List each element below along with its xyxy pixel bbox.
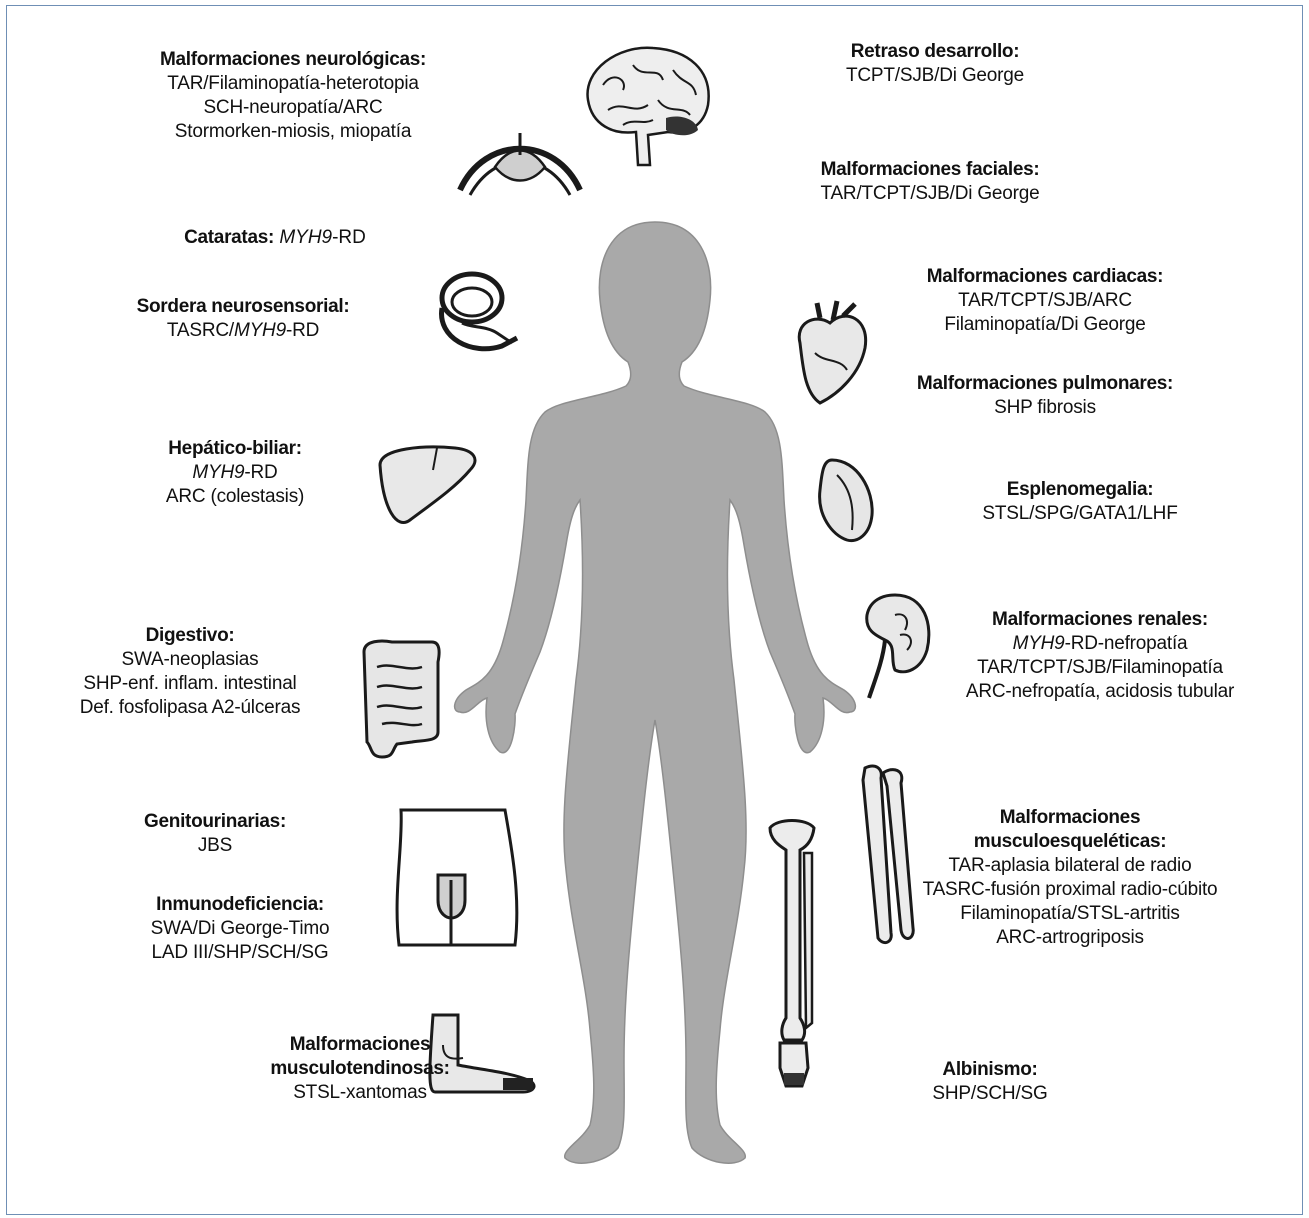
label-cataratas: Cataratas: MYH9-RD [155,226,395,250]
label-cardiacas: Malformaciones cardiacas: TAR/TCPT/SJB/A… [895,265,1195,337]
label-hepatico: Hepático-biliar: MYH9-RD ARC (colestasis… [135,437,335,509]
label-inmuno: Inmunodeficiencia: SWA/Di George-Timo LA… [115,893,365,965]
label-title: Malformaciones neurológicas: [128,48,458,72]
liver-icon [375,440,485,530]
label-tendinosas: Malformaciones musculotendinosas: STSL-x… [245,1033,475,1105]
pelvis-icon [393,805,523,950]
label-sordera: Sordera neurosensorial: TASRC/MYH9-RD [108,295,378,343]
kidney-icon [855,590,935,700]
leg-bones-icon [762,818,827,1088]
brain-icon [578,40,718,170]
label-pulmonares: Malformaciones pulmonares: SHP fibrosis [895,372,1195,420]
label-faciales: Malformaciones faciales: TAR/TCPT/SJB/Di… [800,158,1060,206]
label-genito: Genitourinarias: JBS [115,810,315,858]
heart-icon [785,298,880,408]
intestine-icon [352,632,447,762]
spleen-icon [812,455,882,545]
label-renales: Malformaciones renales: MYH9-RD-nefropat… [945,608,1255,704]
label-digestivo: Digestivo: SWA-neoplasias SHP-enf. infla… [50,624,330,720]
inner-ear-icon [432,268,522,363]
eye-icon [455,125,585,205]
label-espleno: Esplenomegalia: STSL/SPG/GATA1/LHF [955,478,1205,526]
label-esqueleticas: Malformaciones musculoesqueléticas: TAR-… [910,806,1230,950]
label-neuro: Malformaciones neurológicas: TAR/Filamin… [128,48,458,144]
label-albinismo: Albinismo: SHP/SCH/SG [895,1058,1085,1106]
label-retraso: Retraso desarrollo: TCPT/SJB/Di George [810,40,1060,88]
